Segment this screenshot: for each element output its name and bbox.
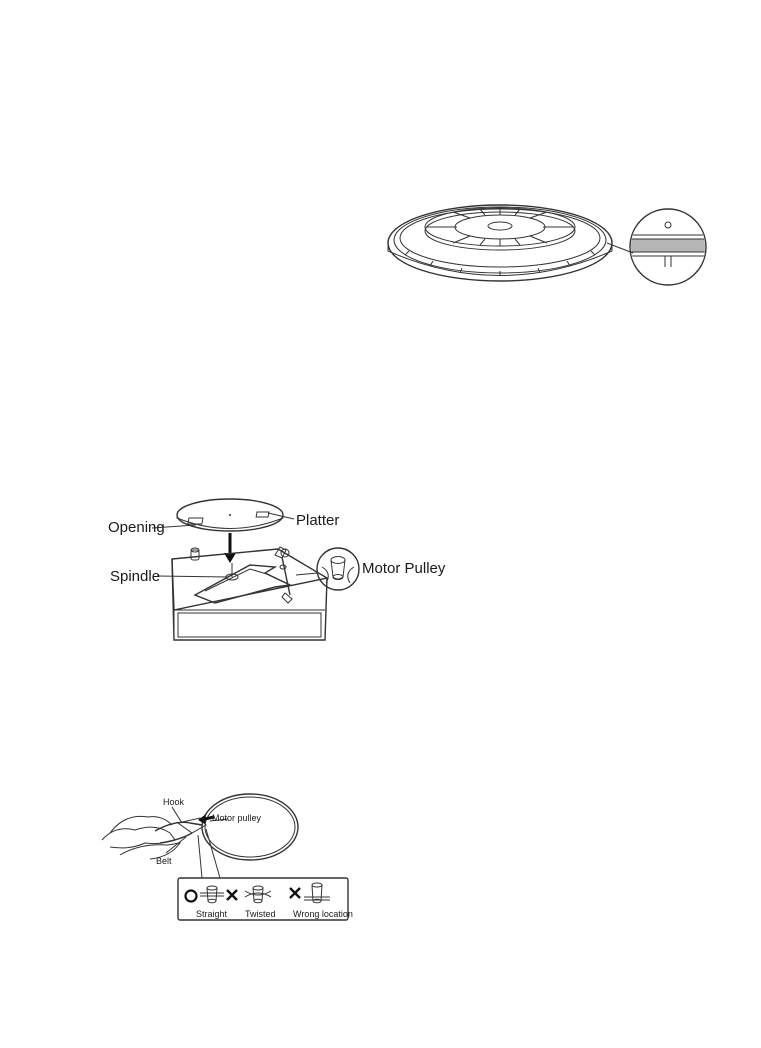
platter-belt-figure	[385, 195, 715, 295]
twisted-label: Twisted	[245, 909, 276, 919]
motor-pulley-small-label: Motor pulley	[212, 813, 261, 823]
platter-label: Platter	[296, 512, 339, 529]
opening-label: Opening	[108, 519, 165, 536]
straight-label: Straight	[196, 909, 227, 919]
hook-label: Hook	[163, 797, 184, 807]
wrong-location-label: Wrong location	[293, 909, 353, 919]
spindle-label: Spindle	[110, 568, 160, 585]
motor-pulley-label: Motor Pulley	[362, 560, 445, 577]
belt-install-figure	[100, 785, 355, 925]
belt-label: Belt	[156, 856, 172, 866]
